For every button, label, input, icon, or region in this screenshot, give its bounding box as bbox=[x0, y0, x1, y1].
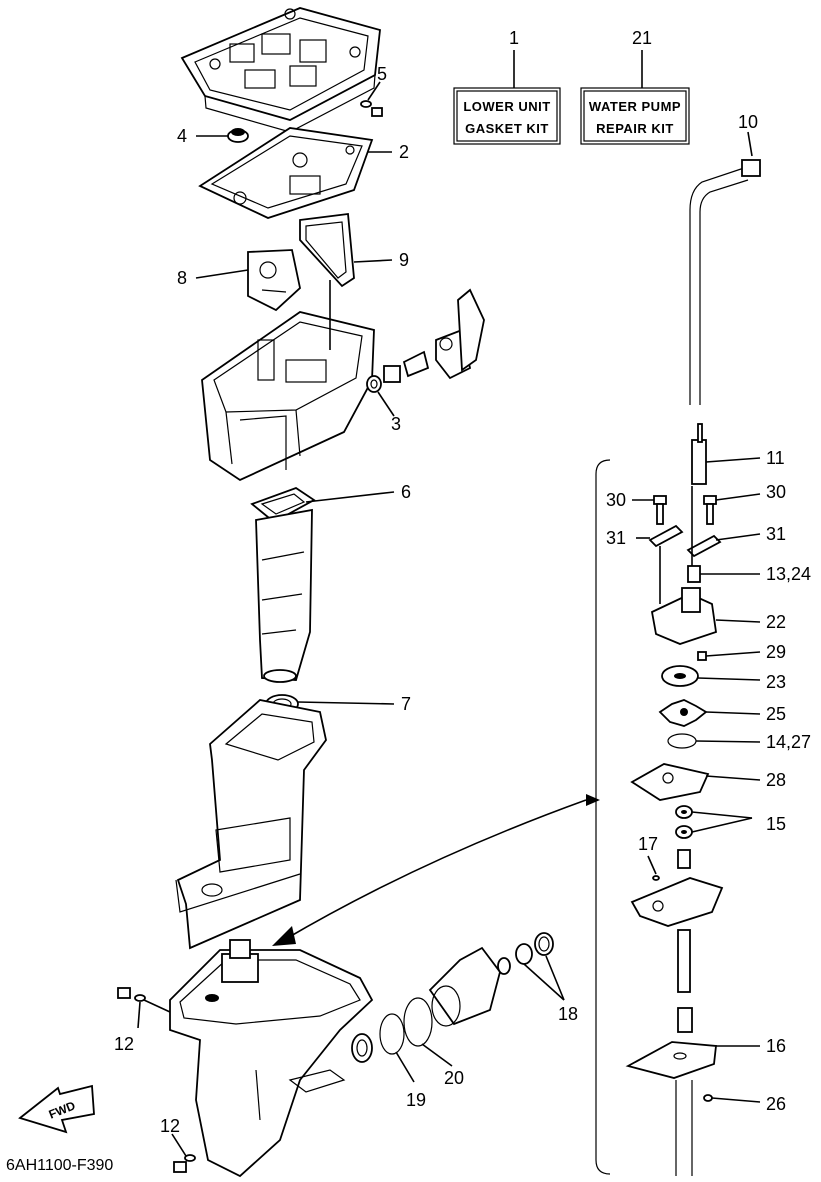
callout-30-right: 30 bbox=[766, 482, 786, 502]
callout-20: 20 bbox=[444, 1068, 464, 1088]
exhaust-pipe bbox=[255, 508, 313, 683]
bolt-part-12-lower bbox=[173, 1154, 196, 1173]
callout-10: 10 bbox=[738, 112, 758, 132]
diagram-code: 6AH1100-F390 bbox=[6, 1157, 113, 1174]
callout-13-24: 13,24 bbox=[766, 564, 811, 584]
pump-parts bbox=[625, 423, 724, 1176]
gasket-part-6 bbox=[250, 486, 316, 524]
o-ring-part-19 bbox=[379, 1013, 405, 1055]
callout-1: 1 bbox=[509, 28, 519, 48]
kit-21-line1: WATER PUMP bbox=[589, 99, 681, 114]
callout-17: 17 bbox=[638, 834, 658, 854]
lower-case-upper bbox=[175, 699, 327, 950]
callout-12-lower: 12 bbox=[160, 1116, 180, 1136]
callout-26: 26 bbox=[766, 1094, 786, 1114]
inlet-assembly-part-3 bbox=[366, 288, 485, 393]
water-pump-bracket bbox=[595, 459, 611, 1175]
water-pump-repair-kit-box: WATER PUMP REPAIR KIT 21 bbox=[580, 28, 690, 145]
callout-3: 3 bbox=[391, 414, 401, 434]
callout-22: 22 bbox=[766, 612, 786, 632]
kit-21-line2: REPAIR KIT bbox=[596, 121, 674, 136]
gasket-part-9 bbox=[299, 212, 355, 288]
callout-18: 18 bbox=[558, 1004, 578, 1024]
callout-28: 28 bbox=[766, 770, 786, 790]
assembly-arrow bbox=[272, 794, 600, 946]
callout-4: 4 bbox=[177, 126, 187, 146]
gear-case bbox=[169, 939, 374, 1178]
screw-part-5 bbox=[360, 100, 383, 117]
callout-23: 23 bbox=[766, 672, 786, 692]
callout-31-right: 31 bbox=[766, 524, 786, 544]
callout-14-27: 14,27 bbox=[766, 732, 811, 752]
callout-19: 19 bbox=[406, 1090, 426, 1110]
bolt-part-12-upper bbox=[117, 987, 146, 1002]
leader-lines bbox=[137, 81, 761, 1157]
kit-1-line2: GASKET KIT bbox=[465, 121, 549, 136]
upper-casing-cap bbox=[180, 7, 381, 133]
callout-11: 11 bbox=[766, 448, 785, 468]
propeller-shaft-housing bbox=[428, 932, 554, 1027]
bearing-part bbox=[351, 1033, 373, 1063]
o-ring-part-20 bbox=[403, 997, 433, 1047]
callout-12-upper: 12 bbox=[114, 1034, 134, 1054]
callout-21: 21 bbox=[632, 28, 652, 48]
upper-casing bbox=[201, 280, 375, 482]
callout-8: 8 bbox=[177, 268, 187, 288]
fwd-arrow-icon: FWD bbox=[18, 1084, 95, 1134]
kit-1-line1: LOWER UNIT bbox=[463, 99, 550, 114]
lower-unit-gasket-kit-box: LOWER UNIT GASKET KIT 1 bbox=[453, 28, 561, 145]
callout-31-left: 31 bbox=[606, 528, 626, 548]
callout-16: 16 bbox=[766, 1036, 786, 1056]
callout-6: 6 bbox=[401, 482, 411, 502]
callout-29: 29 bbox=[766, 642, 786, 662]
plate-part-8 bbox=[247, 249, 301, 312]
callout-15: 15 bbox=[766, 814, 786, 834]
grommet-part-4 bbox=[227, 128, 249, 143]
callout-30-left: 30 bbox=[606, 490, 626, 510]
callout-9: 9 bbox=[399, 250, 409, 270]
callout-numbers: 4 5 2 9 8 3 6 7 10 11 30 30 31 31 13,24 … bbox=[114, 64, 811, 1136]
callout-2: 2 bbox=[399, 142, 409, 162]
callout-25: 25 bbox=[766, 704, 786, 724]
water-tube-part-10 bbox=[689, 159, 761, 405]
callout-7: 7 bbox=[401, 694, 411, 714]
callout-5: 5 bbox=[377, 64, 387, 84]
gasket-part-2 bbox=[198, 127, 374, 219]
